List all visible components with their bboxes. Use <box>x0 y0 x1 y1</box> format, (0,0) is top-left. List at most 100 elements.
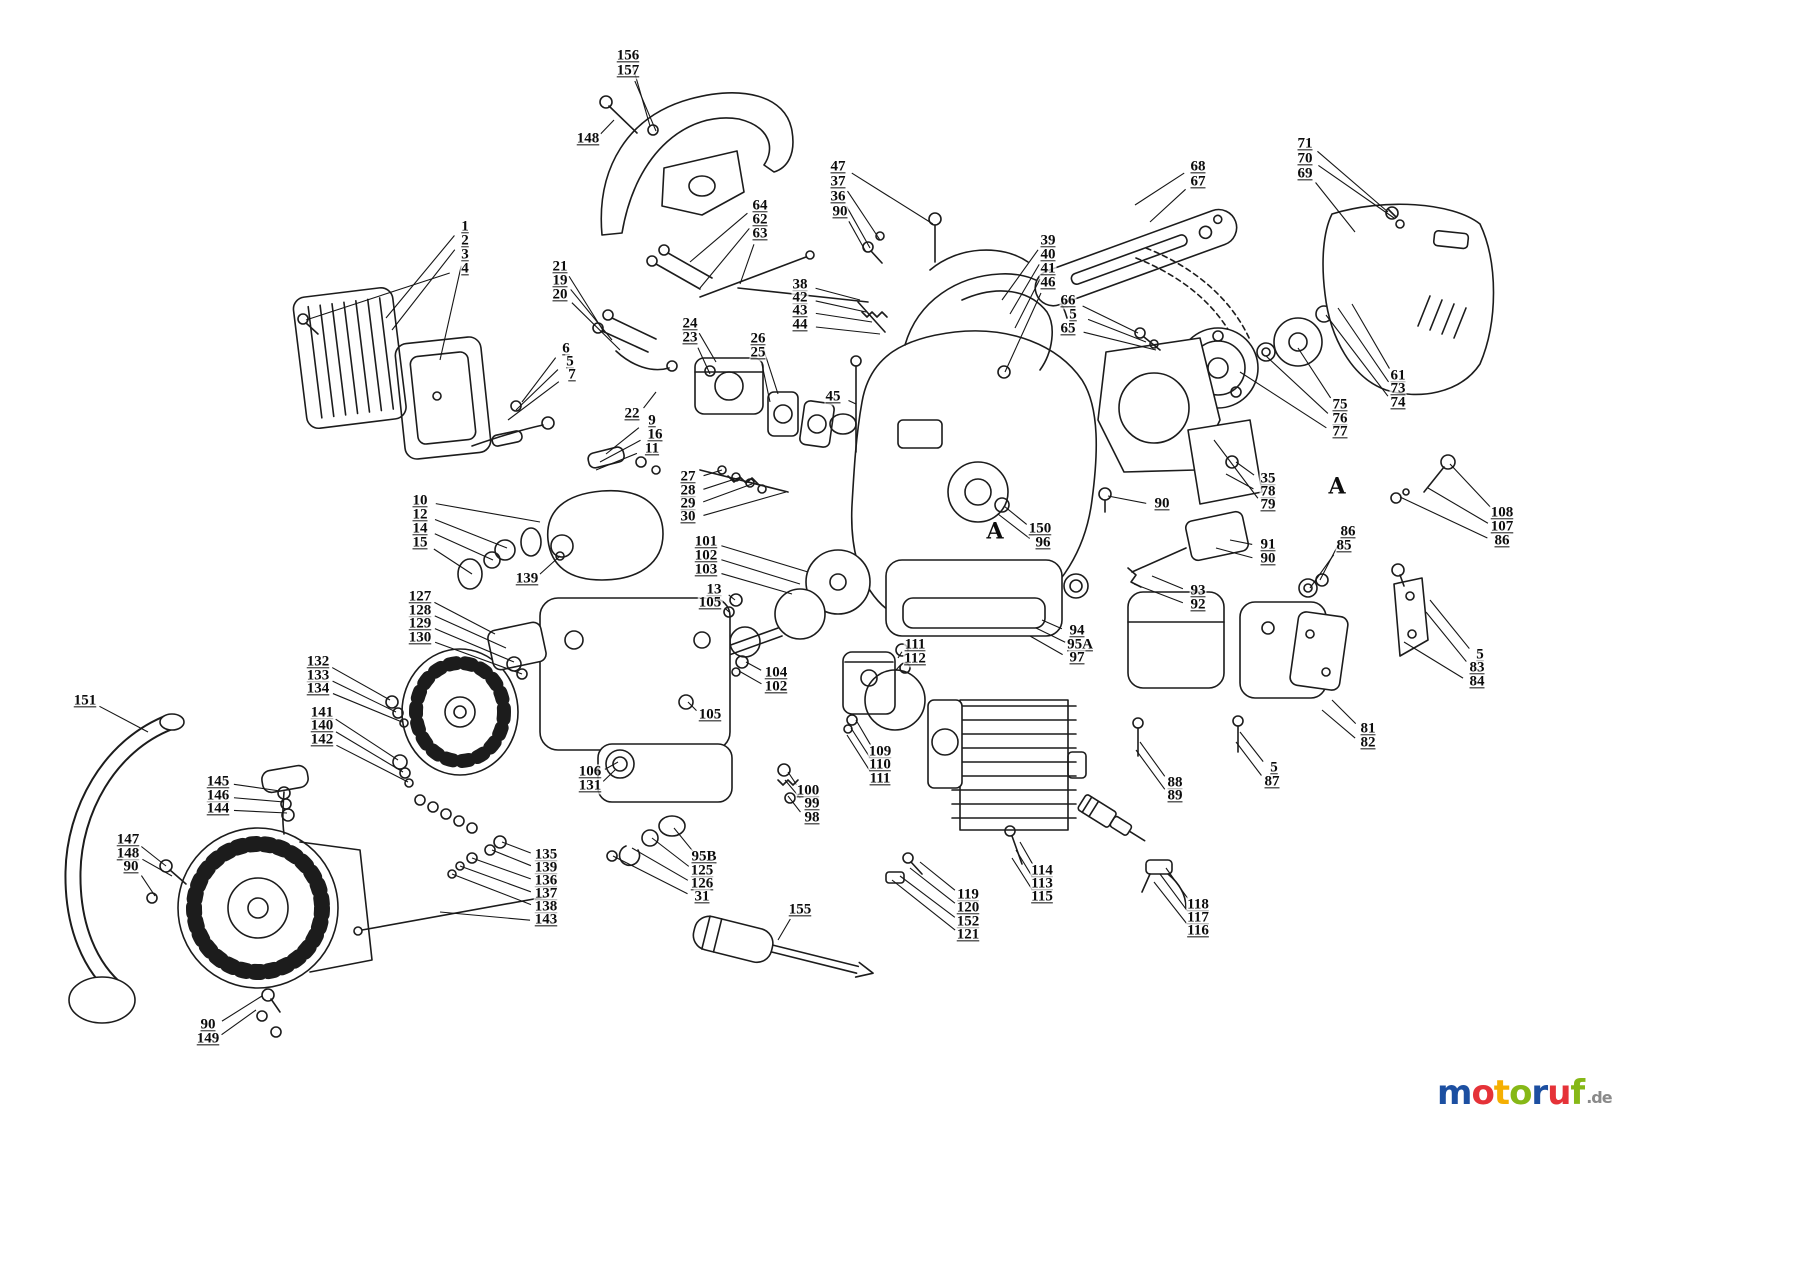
part-label-38: 38 <box>791 276 809 294</box>
part-label-95B: 95B <box>690 848 718 866</box>
part-label-146: 146 <box>205 787 231 805</box>
part-label-66: 66 <box>1059 292 1077 310</box>
piston-assembly <box>842 643 926 734</box>
part-label-85: 85 <box>1335 537 1353 555</box>
part-label-152: 152 <box>955 913 981 931</box>
part-label-108: 108 <box>1489 504 1515 522</box>
part-label-135: 135 <box>533 846 559 864</box>
front-handle-tube <box>64 713 185 1024</box>
part-label-10: 10 <box>411 492 429 510</box>
part-label-102: 102 <box>763 678 789 696</box>
part-label-86: 86 <box>1493 532 1511 550</box>
part-label-133: 133 <box>305 667 331 685</box>
part-label-84: 84 <box>1468 673 1486 691</box>
watermark-letter: o <box>1509 1073 1532 1113</box>
part-label-137: 137 <box>533 885 559 903</box>
choke-lever <box>471 400 555 447</box>
part-label-145: 145 <box>205 773 231 791</box>
part-label-155: 155 <box>787 901 813 919</box>
part-label-7: 7 <box>567 366 577 384</box>
part-label-5: 5 <box>1475 646 1485 664</box>
intake-boot <box>606 815 686 867</box>
carburetor <box>694 357 857 448</box>
part-label-5: 5 <box>1269 759 1279 777</box>
watermark-suffix: .de <box>1586 1088 1612 1107</box>
part-label-24: 24 <box>681 315 699 333</box>
part-label-142: 142 <box>309 731 335 749</box>
part-label-89: 89 <box>1166 787 1184 805</box>
part-label-97: 97 <box>1068 649 1086 667</box>
part-label-69: 69 <box>1296 165 1314 183</box>
watermark-letter: f <box>1570 1073 1585 1113</box>
flywheel <box>401 648 519 776</box>
part-label-3: 3 <box>460 246 470 264</box>
watermark-letter: r <box>1531 1073 1548 1113</box>
part-label-117: 117 <box>1186 909 1210 927</box>
part-label-4: 4 <box>460 260 470 278</box>
part-label-106: 106 <box>577 763 603 781</box>
part-label-144: 144 <box>205 800 231 818</box>
part-label-143: 143 <box>533 911 559 929</box>
part-label-157: 157 <box>615 62 641 80</box>
part-label-45: 45 <box>824 388 842 406</box>
part-label-36: 36 <box>829 188 847 206</box>
watermark-letter: t <box>1493 1073 1510 1113</box>
part-label-116: 116 <box>1186 922 1210 940</box>
part-label-5: 5 <box>1068 306 1078 324</box>
view-marker-a: A <box>986 518 1004 545</box>
part-label-30: 30 <box>679 508 697 526</box>
ignition-coil <box>1098 487 1250 588</box>
part-label-121: 121 <box>955 926 981 944</box>
part-label-11: 11 <box>643 440 661 458</box>
air-filter-gasket <box>297 313 492 460</box>
part-label-43: 43 <box>791 302 809 320</box>
part-label-141: 141 <box>309 704 335 722</box>
part-label-132: 132 <box>305 653 331 671</box>
part-label-148: 148 <box>575 130 601 148</box>
part-label-70: 70 <box>1296 150 1314 168</box>
part-label-129: 129 <box>407 615 433 633</box>
part-label-37: 37 <box>829 173 847 191</box>
part-label-67: 67 <box>1189 173 1207 191</box>
part-label-82: 82 <box>1359 734 1377 752</box>
inner-side-plate <box>1097 337 1263 505</box>
screwdriver-tool <box>692 915 874 978</box>
airbox-frame <box>539 593 743 803</box>
part-label-90: 90 <box>1153 495 1171 513</box>
part-label-9: 9 <box>647 412 657 430</box>
part-label-21: 21 <box>551 258 569 276</box>
part-label-136: 136 <box>533 872 559 890</box>
air-filter-cover <box>292 286 407 430</box>
part-label-105: 105 <box>697 594 723 612</box>
part-label-131: 131 <box>577 777 603 795</box>
part-label-126: 126 <box>689 875 715 893</box>
mount-bracket <box>1391 563 1429 657</box>
fuel-tank <box>885 559 1089 637</box>
part-label-29: 29 <box>679 495 697 513</box>
part-label-78: 78 <box>1259 483 1277 501</box>
part-label-76: 76 <box>1331 410 1349 428</box>
part-label-41: 41 <box>1039 260 1057 278</box>
part-label-77: 77 <box>1331 423 1349 441</box>
part-label-127: 127 <box>407 588 433 606</box>
part-label-139: 139 <box>514 570 540 588</box>
part-label-63: 63 <box>751 225 769 243</box>
part-label-2: 2 <box>460 232 470 250</box>
part-label-90: 90 <box>122 858 140 876</box>
part-label-46: 46 <box>1039 274 1057 292</box>
starter-assembly <box>177 764 373 989</box>
part-label-109: 109 <box>867 743 893 761</box>
part-label-149: 149 <box>195 1030 221 1048</box>
part-label-44: 44 <box>791 316 809 334</box>
part-label-23: 23 <box>681 329 699 347</box>
part-label-101: 101 <box>693 533 719 551</box>
part-label-42: 42 <box>791 289 809 307</box>
part-label-134: 134 <box>305 680 331 698</box>
part-label-150: 150 <box>1027 520 1053 538</box>
part-label-111: 111 <box>903 636 927 654</box>
